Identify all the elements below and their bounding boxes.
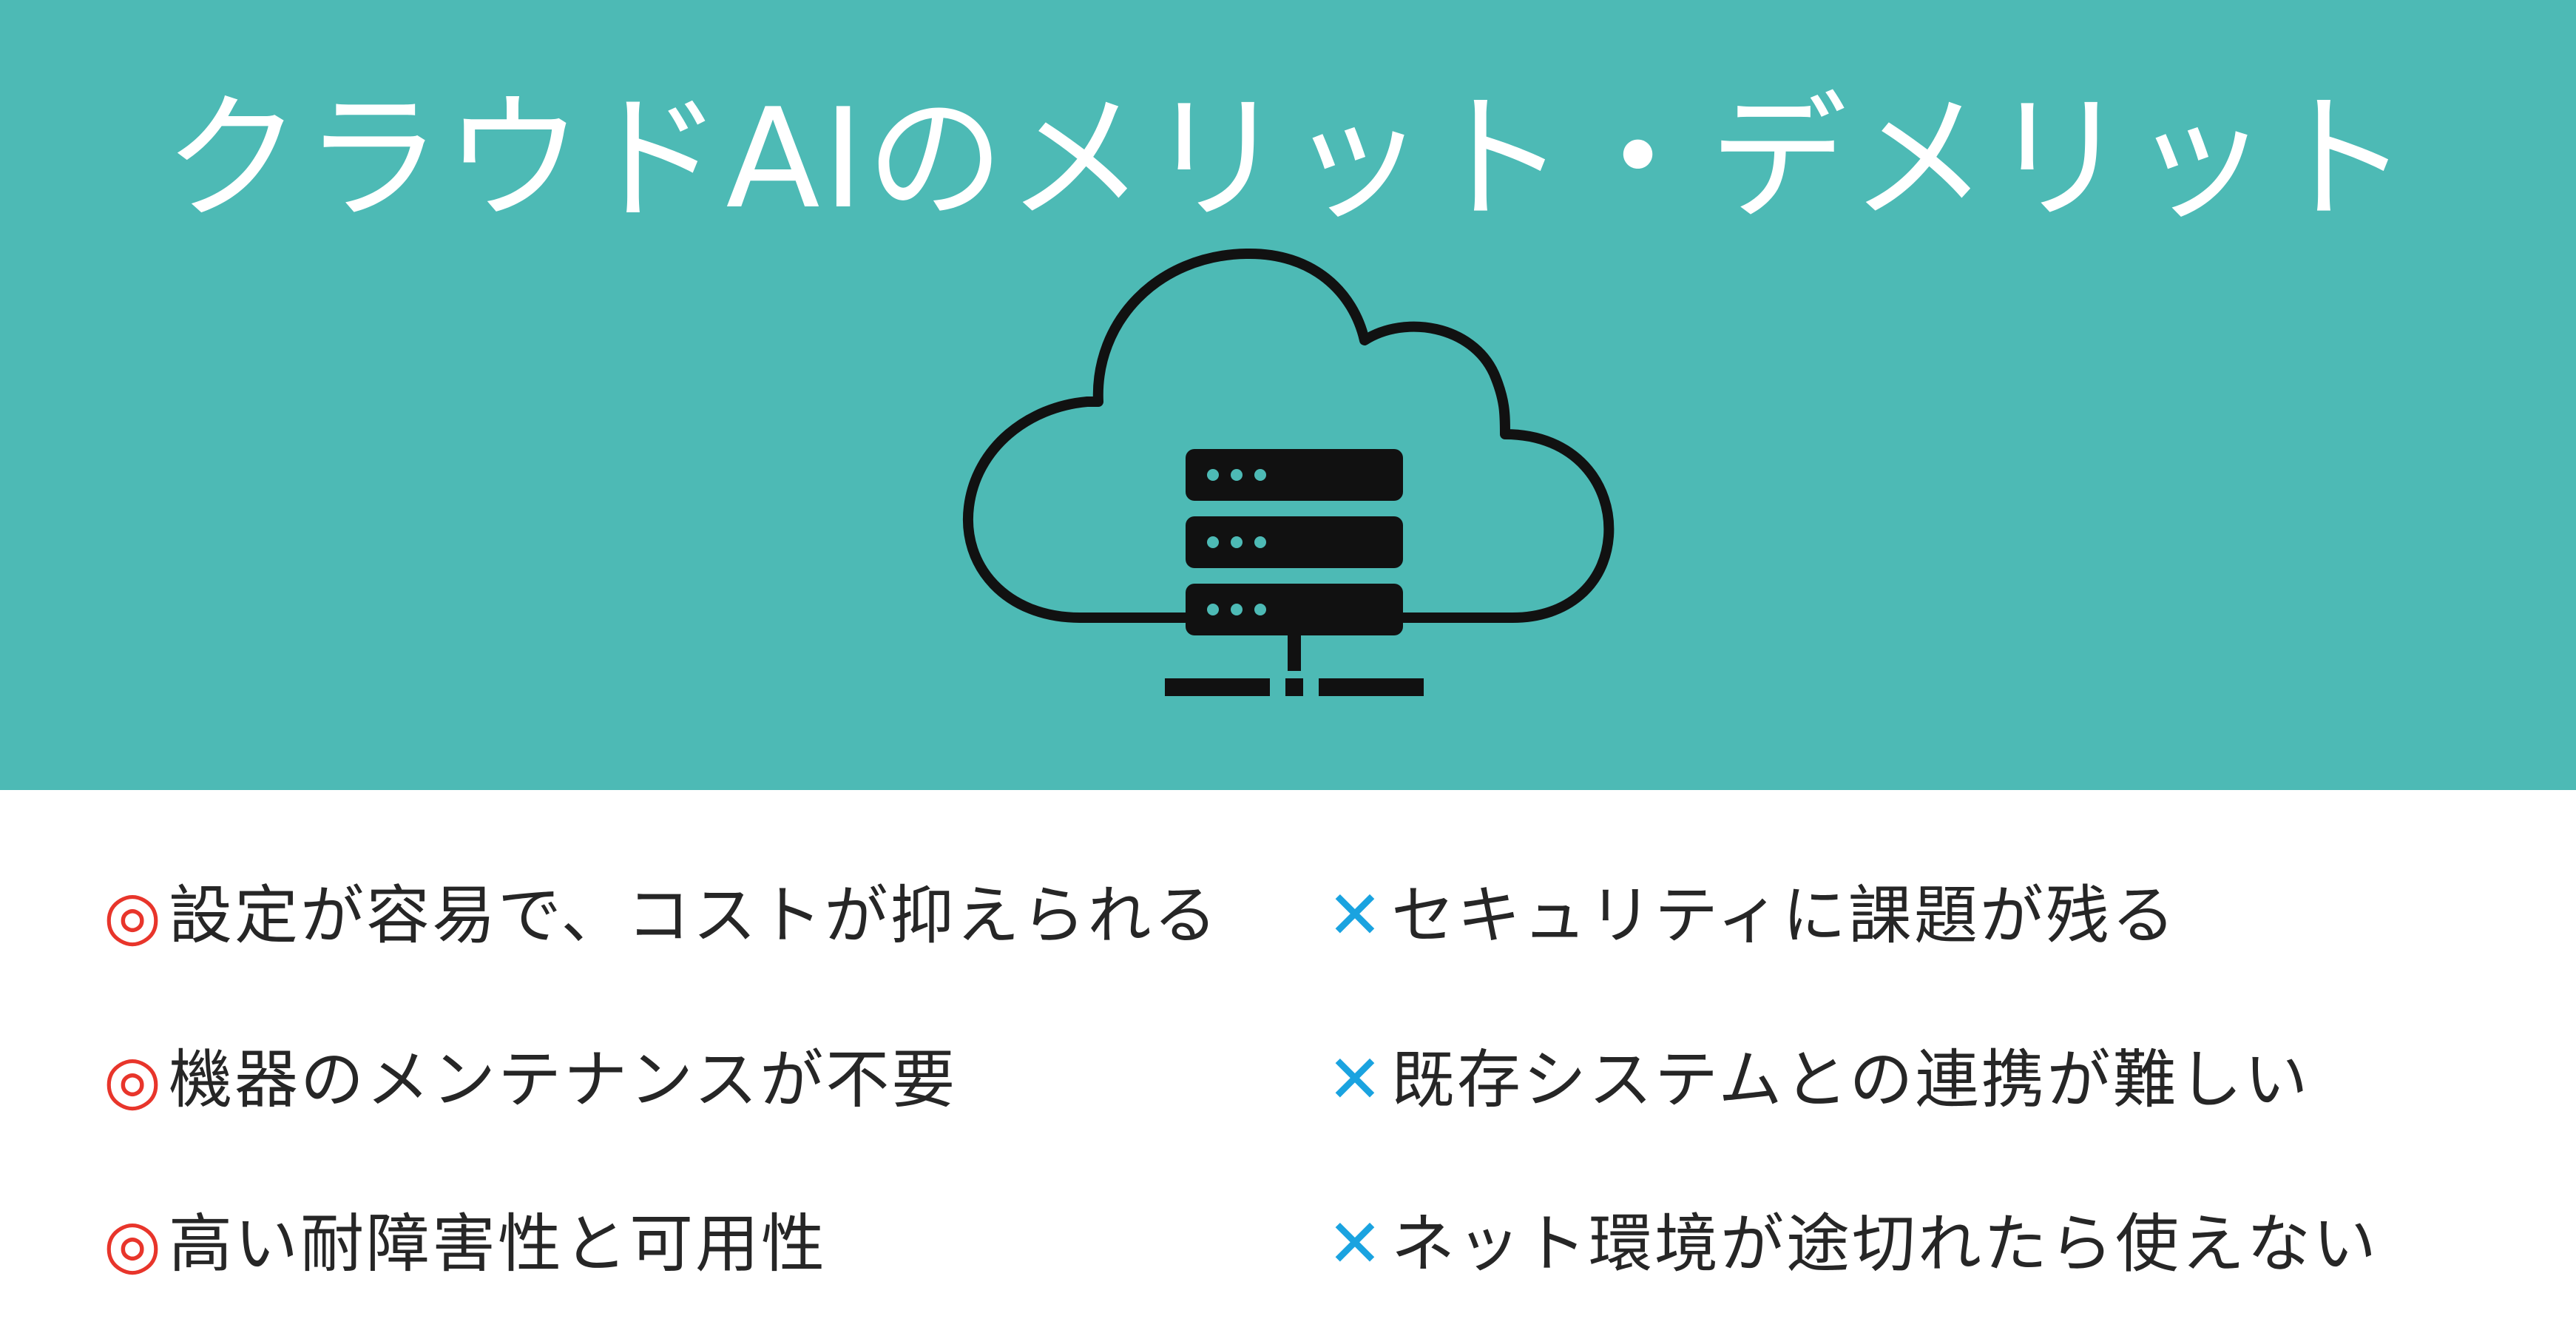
demerit-text: セキュリティに課題が残る — [1391, 879, 2177, 953]
cross-icon: ✕ — [1327, 1041, 1383, 1118]
cloud-server-icon — [962, 248, 1615, 696]
double-circle-icon: ◎ — [103, 877, 162, 954]
merit-item: ◎ 機器のメンテナンスが不要 — [98, 1039, 1311, 1121]
page-title: クラウドAIのメリット・デメリット — [163, 78, 2413, 239]
cross-icon: ✕ — [1327, 877, 1383, 954]
demerit-item: ✕ ネット環境が途切れたら使えない — [1320, 1204, 2540, 1285]
cloud-outline — [962, 248, 1615, 623]
server-unit-3 — [1186, 584, 1403, 635]
merit-item: ◎ 高い耐障害性と可用性 — [98, 1204, 1311, 1285]
server-lights — [1207, 469, 1266, 615]
merit-text: 機器のメンテナンスが不要 — [169, 1043, 958, 1117]
server-rack — [1186, 449, 1403, 635]
server-unit-1 — [1186, 449, 1403, 501]
double-circle-icon: ◎ — [103, 1205, 162, 1283]
header-banner: クラウドAIのメリット・デメリット — [0, 0, 2576, 790]
merit-item: ◎ 設定が容易で、コストが抑えられる — [98, 875, 1311, 956]
demerits-list: ✕ セキュリティに課題が残る ✕ 既存システムとの連携が難しい ✕ ネット環境が… — [1320, 875, 2540, 1333]
merit-text: 設定が容易で、コストが抑えられる — [169, 879, 1220, 953]
merits-list: ◎ 設定が容易で、コストが抑えられる ◎ 機器のメンテナンスが不要 ◎ 高い耐障… — [98, 875, 1311, 1333]
double-circle-icon: ◎ — [103, 1041, 162, 1118]
server-unit-2 — [1186, 516, 1403, 568]
demerit-text: 既存システムとの連携が難しい — [1391, 1043, 2310, 1117]
demerit-text: ネット環境が途切れたら使えない — [1391, 1207, 2379, 1281]
demerit-item: ✕ 既存システムとの連携が難しい — [1320, 1039, 2540, 1121]
comparison-lists: ◎ 設定が容易で、コストが抑えられる ◎ 機器のメンテナンスが不要 ◎ 高い耐障… — [0, 790, 2576, 1333]
merit-text: 高い耐障害性と可用性 — [169, 1207, 827, 1281]
network-connector — [1165, 635, 1424, 696]
demerit-item: ✕ セキュリティに課題が残る — [1320, 875, 2540, 956]
cross-icon: ✕ — [1327, 1205, 1383, 1283]
